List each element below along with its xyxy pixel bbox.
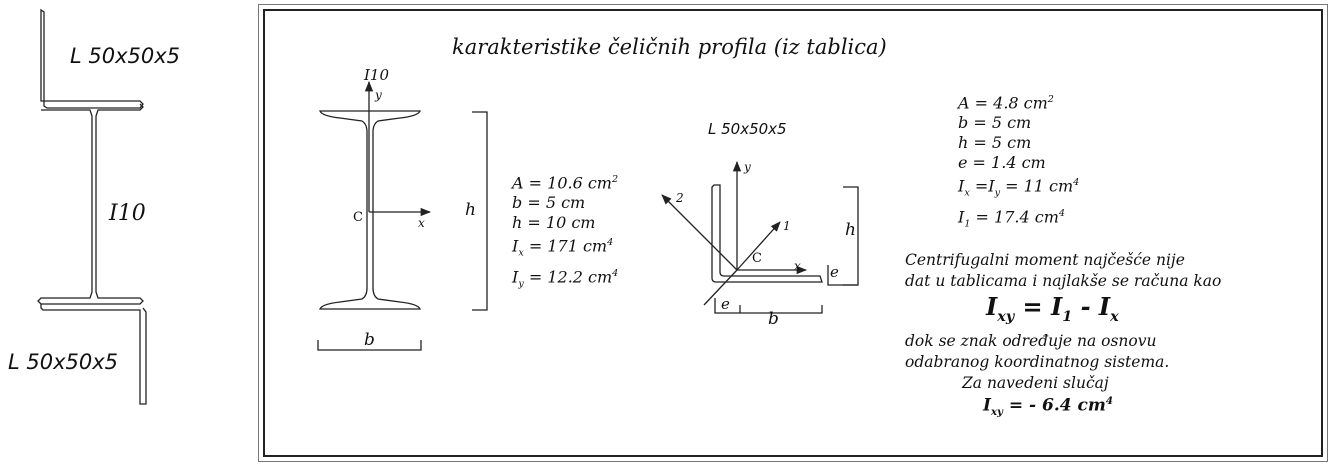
i-props: A = 10.6 cm2 b = 5 cm h = 10 cm Ix = 171…	[512, 170, 618, 294]
angle-prop-b: b = 5 cm	[958, 113, 1032, 133]
top-angle-shape	[40, 8, 144, 109]
i-prop-b: b = 5 cm	[512, 193, 586, 213]
note-line-1: Centrifugalni moment najčešće nije	[905, 251, 1185, 269]
note-result: Ixy = - 6.4 cm4	[983, 395, 1113, 419]
panel-frame-outer	[258, 4, 1328, 462]
angle-axis-y-label: y	[744, 160, 751, 174]
i-prop-ix: Ix = 171 cm4	[512, 236, 614, 259]
i-prop-iy: Iy = 12.2 cm4	[512, 267, 619, 290]
angle-dim-e-bottom-label: e	[721, 295, 730, 313]
panel-title: karakteristike čeličnih profila (iz tabl…	[452, 35, 887, 59]
bottom-angle-label: L 50x50x5	[8, 350, 119, 374]
note-line-4: odabranog koordinatnog sistema.	[905, 353, 1170, 371]
i-section-drawing	[317, 80, 488, 351]
web-label: I10	[109, 201, 146, 226]
i-section-outline	[319, 110, 421, 310]
angle-axis-1-label: 1	[783, 219, 791, 233]
i-dim-b-label: b	[364, 330, 375, 350]
angle-dim-b	[740, 305, 823, 314]
i-axis-x-label: x	[418, 216, 425, 230]
angle-axis-2-label: 2	[676, 191, 684, 205]
angle-prop-i1: I1 = 17.4 cm4	[958, 207, 1065, 230]
note-formula: Ixy = I1 - Ix	[986, 292, 1119, 325]
angle-prop-h: h = 5 cm	[958, 133, 1032, 153]
angle-props: A = 4.8 cm2 b = 5 cm h = 5 cm e = 1.4 cm…	[958, 90, 1079, 234]
angle-prop-area: A = 4.8 cm2	[958, 93, 1054, 113]
angle-dim-b-label: b	[768, 309, 779, 329]
note-line-2: dat u tablicama i najlakše se računa kao	[905, 272, 1222, 290]
note-line-3: dok se znak određuje na osnovu	[905, 332, 1157, 350]
angle-section-drawing	[661, 160, 859, 314]
note-line-5: Za navedeni slučaj	[962, 374, 1109, 392]
top-angle-label: L 50x50x5	[70, 44, 181, 68]
i-dim-h-label: h	[465, 200, 476, 220]
angle-outline	[711, 184, 823, 283]
angle-dim-h-label: h	[845, 220, 856, 240]
angle-dim-e-right-label: e	[830, 263, 839, 281]
i-prop-h: h = 10 cm	[512, 213, 596, 233]
i-dim-b	[317, 340, 422, 351]
angle-section-name: L 50x50x5	[708, 120, 787, 138]
angle-centroid-label: C	[752, 251, 762, 266]
angle-prop-e: e = 1.4 cm	[958, 153, 1046, 173]
bottom-angle-shape	[40, 304, 147, 405]
angle-prop-ixy: Ix =Iy = 11 cm4	[958, 176, 1080, 199]
i-prop-area: A = 10.6 cm2	[512, 173, 619, 193]
i-dim-h	[472, 111, 488, 311]
angle-axis-2	[661, 194, 738, 271]
i-section-name: I10	[364, 66, 390, 84]
angle-axis-extension	[703, 269, 738, 306]
angle-axis-1	[736, 221, 781, 271]
angle-dim-e-right	[827, 265, 858, 286]
angle-axis-x-label: x	[794, 259, 801, 273]
i-centroid-label: C	[353, 210, 363, 225]
panel-frame-inner	[263, 9, 1323, 457]
angle-dim-e-bottom	[714, 298, 741, 314]
i10-web-shape	[37, 103, 144, 305]
left-assembly-drawing	[37, 8, 147, 405]
i-axis-y-label: y	[375, 88, 382, 102]
